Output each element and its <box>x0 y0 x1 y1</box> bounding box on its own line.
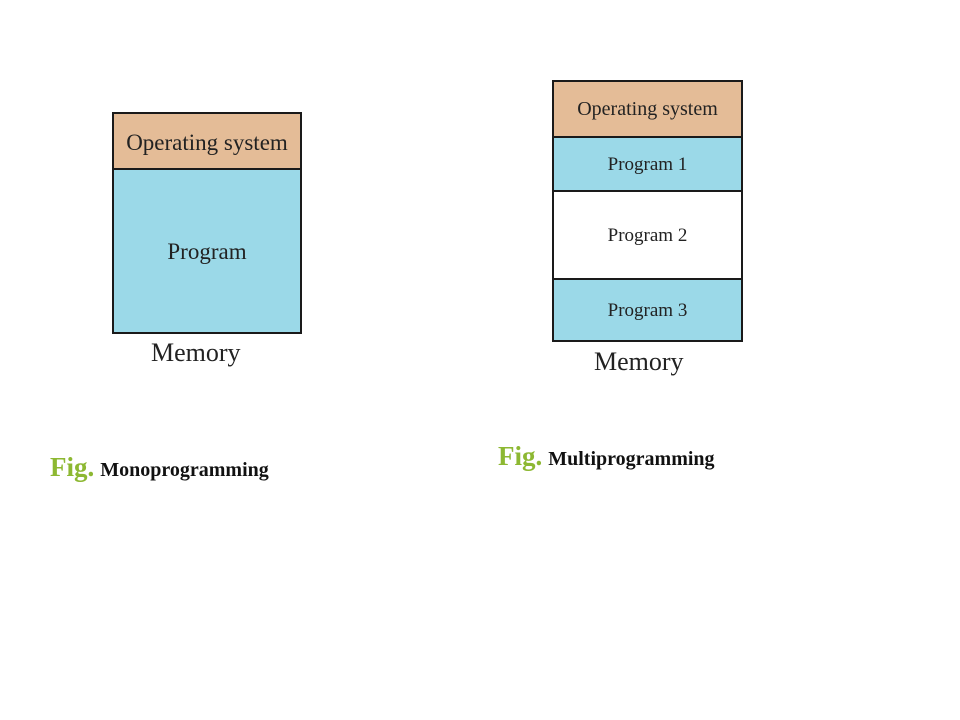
mono-caption-text: Monoprogramming <box>100 459 269 481</box>
multi-program-3-block: Program 3 <box>552 278 743 342</box>
multi-fig-label: Fig. <box>498 441 543 471</box>
mono-memory-label: Memory <box>151 338 241 367</box>
mono-caption: Fig.Monoprogramming <box>50 452 269 483</box>
multi-program-1-block: Program 1 <box>552 136 743 192</box>
multi-program-2-block: Program 2 <box>552 190 743 280</box>
mono-fig-label: Fig. <box>50 452 95 482</box>
mono-program-block: Program <box>112 168 302 334</box>
mono-os-block: Operating system <box>112 112 302 170</box>
multi-caption-text: Multiprogramming <box>548 448 715 470</box>
multi-os-block: Operating system <box>552 80 743 138</box>
multi-memory-label: Memory <box>594 347 684 376</box>
multi-caption: Fig.Multiprogramming <box>498 441 715 472</box>
